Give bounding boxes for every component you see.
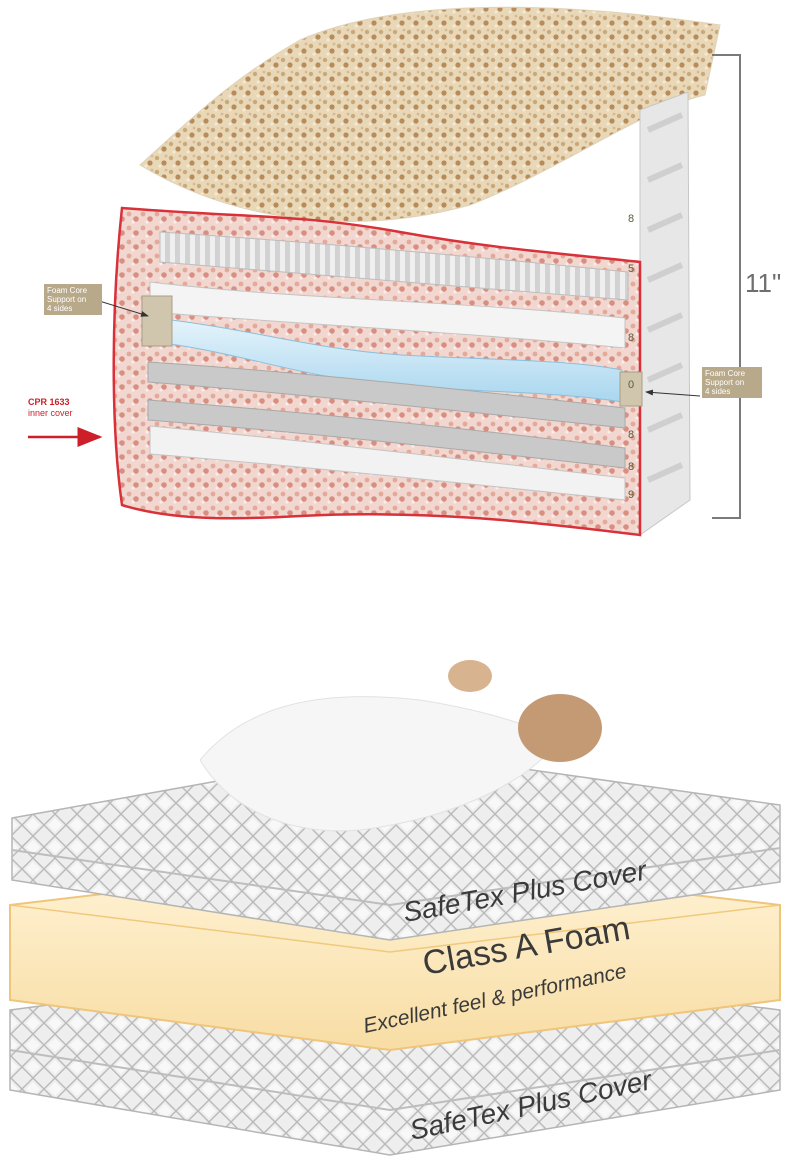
cover-label-line1: CPR 1633 bbox=[28, 397, 70, 407]
exploded-view: SafeTex Plus Cover Class A Foam Excellen… bbox=[10, 660, 780, 1155]
mattress-side-panel bbox=[640, 92, 690, 535]
layer-marker: 9 bbox=[628, 489, 634, 501]
height-label: 11" bbox=[745, 268, 781, 298]
height-bracket bbox=[712, 55, 740, 518]
layer-marker: 0 bbox=[628, 379, 634, 391]
layer-marker: 8 bbox=[628, 461, 634, 473]
layer-marker: 8 bbox=[628, 213, 634, 225]
foam-core-callout-left: Foam Core Support on 4 sides bbox=[44, 284, 102, 315]
cross-section: 8 5 8 0 8 8 9 11" CPR 1633 inner cover bbox=[28, 7, 781, 535]
foam-core-callout-right: Foam Core Support on 4 sides bbox=[702, 367, 762, 398]
top-comfort-layer bbox=[140, 7, 720, 221]
cover-label-line2: inner cover bbox=[28, 408, 73, 418]
foam-core-left-block bbox=[142, 296, 172, 346]
layer-marker: 8 bbox=[628, 429, 634, 441]
layer-marker: 8 bbox=[628, 332, 634, 344]
layer-marker: 5 bbox=[628, 263, 634, 275]
